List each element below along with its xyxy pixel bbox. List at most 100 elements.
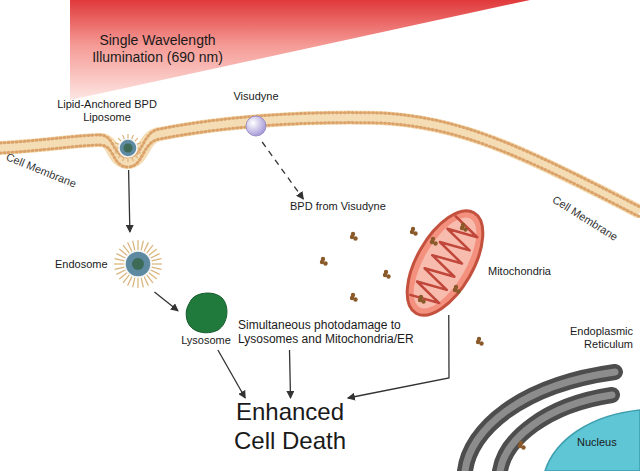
lipid-anchor [151,270,160,274]
bpd-molecule [321,257,325,261]
bpd-molecule [351,293,355,297]
lipid-anchor [152,259,162,261]
lipid-anchor [123,245,129,253]
endosome: Endosome [55,232,172,292]
bpd-molecule [386,274,390,278]
lipid-anchor [128,242,132,251]
lipid-anchor [151,254,160,258]
nucleus: Nucleus [545,405,640,471]
lipid-anchor [119,249,127,255]
bpd-molecule [433,241,437,245]
lipid-anchor [136,143,141,145]
lipid-anchor [119,273,127,279]
outcome-label: Enhanced Cell Death [215,398,366,460]
lipid-anchor [133,241,135,251]
bpd-molecule [519,441,523,445]
bpd-molecule [431,237,435,241]
bpd-molecule [384,270,388,274]
lipid-anchor [118,154,122,158]
lipid-anchor [118,138,122,142]
flow-arrow [218,350,245,398]
lipid-anchor [144,277,148,286]
bpd-molecule [323,261,327,265]
membrane-label: Cell Membrane [4,150,78,189]
node-text: Endoplasmic Reticulum [525,325,633,351]
lipid-anchor [141,241,143,251]
lipid-anchor [134,154,138,158]
bpd-molecule [353,297,357,301]
bpd-molecule [419,295,423,299]
node-text: Nucleus [577,436,633,449]
lysosome: Lysosome [178,294,235,350]
bpd-molecule [351,232,355,236]
lipid-anchor [116,270,125,274]
bpd-label: BPD from Visudyne [290,199,401,216]
liposome: Lipid-Anchored BPD Liposome [52,98,163,170]
lipid-anchor [123,156,125,161]
lipid-anchors [114,134,162,288]
node-text: Lysosome [178,334,234,347]
photodamage-note: Simultaneous photodamage to Lysosomes an… [238,318,444,350]
endoplasmic-reticulum: Endoplasmic Reticulum [470,322,635,402]
lipid-anchor [144,242,148,251]
lipid-anchor [115,259,125,261]
node-text: Visudyne [228,90,284,103]
lipid-anchor [116,254,125,258]
node-text: Mitochondria [488,265,562,278]
node-text: Lipid-Anchored BPD Liposome [52,98,162,124]
lipid-anchor [149,249,157,255]
bpd-molecule [461,223,465,227]
lipid-anchor [149,273,157,279]
lipid-anchor [114,263,124,264]
node-text: Single Wavelength Illumination (690 nm) [75,32,240,66]
bpd-molecule [479,341,483,345]
lipid-anchor [115,267,125,269]
lipid-anchor [133,278,135,288]
bpd-molecule [353,236,357,240]
bpd-molecule [456,289,460,293]
lipid-anchor [136,151,141,153]
liposome-icon [119,139,137,157]
bpd-molecule [454,285,458,289]
lipid-anchor [131,135,133,140]
bpd-molecule [413,231,417,235]
bpd-molecule [463,227,467,231]
bpd-molecule [521,445,525,449]
lysosome-icon [186,293,227,333]
lipid-anchor [123,135,125,140]
lipid-anchor [131,156,133,161]
bpd-molecule [477,337,481,341]
mitochondria: Mitochondria [410,205,565,315]
lipid-anchor [137,278,138,288]
lipid-anchor [141,278,143,288]
endosome-core [132,258,144,270]
lipid-anchor [115,151,120,153]
lipid-anchor [147,275,153,283]
lipid-anchor [128,277,132,286]
lipid-anchor [123,275,129,283]
lipid-anchor [147,245,153,253]
lipid-anchor [152,263,162,264]
node-text: Simultaneous photodamage to Lysosomes an… [238,318,443,347]
flow-arrow [154,292,178,311]
liposome-core [124,144,133,153]
nucleus-shape [545,410,640,471]
node-text: Enhanced Cell Death [215,398,365,456]
light-beam [70,0,530,100]
lipid-anchor [134,138,138,142]
flow-arrow [129,170,130,232]
mitochondrion [392,199,498,327]
bpd-molecule [421,299,425,303]
flow-arrow [290,350,291,398]
cell-membrane [0,113,640,217]
lipid-anchor [137,240,138,250]
lipid-anchor [115,143,120,145]
lipid-anchor [152,267,162,269]
visudyne: Visudyne [228,90,285,142]
endosome-icon [125,251,151,277]
visudyne-icon [246,116,266,136]
flow-arrow [262,142,303,199]
bpd-molecule [411,227,415,231]
node-text: BPD from Visudyne [290,200,400,213]
illumination-label: Single Wavelength Illumination (690 nm) [75,32,241,84]
